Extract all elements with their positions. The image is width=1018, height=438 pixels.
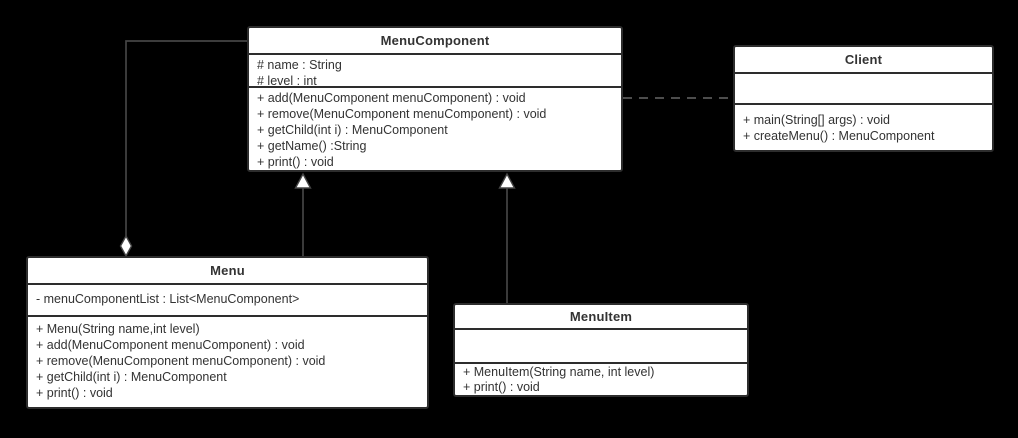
- method-row: + remove(MenuComponent menuComponent) : …: [36, 354, 326, 368]
- class-title: Menu: [28, 258, 427, 285]
- hollow-triangle-marker: [498, 172, 516, 189]
- class-methods-section: + main(String[] args) : void + createMen…: [735, 105, 992, 150]
- method-row: + add(MenuComponent menuComponent) : voi…: [257, 91, 526, 105]
- attribute-row: - menuComponentList : List<MenuComponent…: [36, 292, 300, 306]
- class-box-menucomponent: MenuComponent # name : String # level : …: [247, 26, 623, 172]
- class-box-menuitem: MenuItem + MenuItem(String name, int lev…: [453, 303, 749, 397]
- method-row: + print() : void: [257, 155, 334, 169]
- attribute-row: # level : int: [257, 74, 317, 88]
- method-row: + Menu(String name,int level): [36, 322, 200, 336]
- method-row: + remove(MenuComponent menuComponent) : …: [257, 107, 547, 121]
- class-attributes-section: # name : String # level : int: [249, 55, 621, 88]
- class-box-client: Client + main(String[] args) : void + cr…: [733, 45, 994, 152]
- hollow-triangle-marker: [294, 172, 312, 189]
- class-attributes-section: [455, 330, 747, 364]
- class-attributes-section: [735, 74, 992, 105]
- attribute-row: # name : String: [257, 58, 342, 72]
- method-row: + main(String[] args) : void: [743, 113, 890, 127]
- method-row: + print() : void: [36, 386, 113, 400]
- method-row: + print() : void: [463, 380, 540, 394]
- generalization-connector-menuitem-to-menucomponent: [498, 172, 516, 303]
- method-row: + getName() :String: [257, 139, 367, 153]
- class-title: Client: [735, 47, 992, 74]
- method-row: + getChild(int i) : MenuComponent: [257, 123, 448, 137]
- class-title: MenuComponent: [249, 28, 621, 55]
- class-methods-section: + Menu(String name,int level) + add(Menu…: [28, 317, 427, 407]
- class-box-menu: Menu - menuComponentList : List<MenuComp…: [26, 256, 429, 409]
- aggregation-connector-menu-to-menucomponent: [119, 40, 247, 258]
- generalization-connector-menu-to-menucomponent: [294, 172, 312, 256]
- class-attributes-section: - menuComponentList : List<MenuComponent…: [28, 285, 427, 317]
- method-row: + add(MenuComponent menuComponent) : voi…: [36, 338, 305, 352]
- hollow-diamond-marker: [119, 234, 133, 258]
- method-row: + createMenu() : MenuComponent: [743, 129, 935, 143]
- class-methods-section: + add(MenuComponent menuComponent) : voi…: [249, 88, 621, 170]
- class-title: MenuItem: [455, 305, 747, 330]
- class-methods-section: + MenuItem(String name, int level) + pri…: [455, 364, 747, 395]
- method-row: + MenuItem(String name, int level): [463, 365, 655, 379]
- method-row: + getChild(int i) : MenuComponent: [36, 370, 227, 384]
